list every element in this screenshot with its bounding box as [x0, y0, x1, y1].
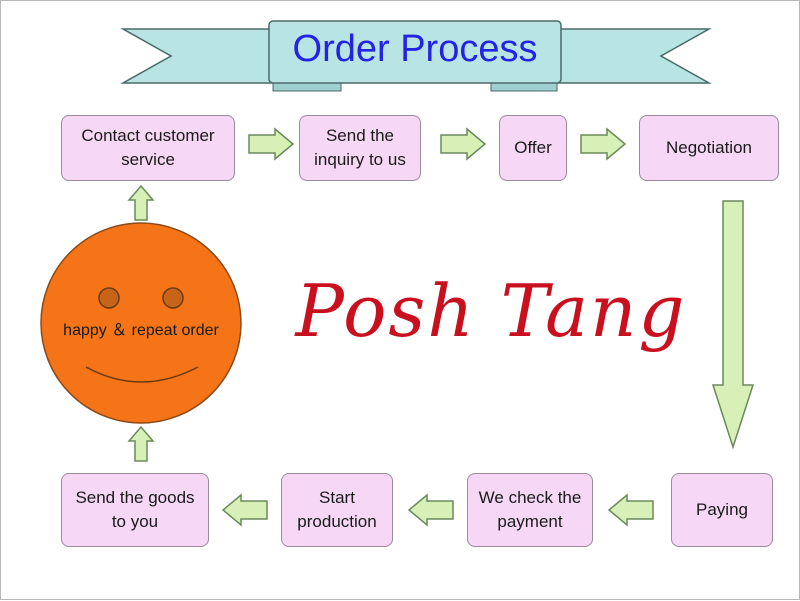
title-banner [120, 20, 712, 92]
step-we-check-payment: We check the payment [467, 473, 593, 547]
banner-right-fold [490, 82, 558, 92]
smiley-right-eye [162, 287, 184, 309]
smiley-mouth [85, 366, 199, 383]
step-send-goods: Send the goods to you [61, 473, 209, 547]
up-arrow-icon [127, 425, 155, 462]
left-arrow-icon [221, 493, 268, 527]
banner-left-fold [272, 82, 342, 92]
left-arrow-icon [407, 493, 454, 527]
banner-center [268, 20, 562, 84]
smiley-face [40, 222, 242, 424]
step-send-inquiry: Send the inquiry to us [299, 115, 421, 181]
step-paying: Paying [671, 473, 773, 547]
step-contact-customer-service: Contact customer service [61, 115, 235, 181]
diagram-title: Order Process [292, 27, 538, 70]
down-arrow-icon [711, 200, 755, 450]
right-arrow-icon [580, 127, 627, 161]
banner-right-tail [556, 28, 712, 84]
right-arrow-icon [440, 127, 487, 161]
step-start-production: Start production [281, 473, 393, 547]
step-negotiation: Negotiation [639, 115, 779, 181]
smiley-label: happy ＆ repeat order [63, 322, 219, 339]
step-offer: Offer [499, 115, 567, 181]
watermark-text: Posh Tang [295, 269, 687, 353]
banner-left-tail [120, 28, 274, 84]
right-arrow-icon [248, 127, 295, 161]
smiley-face-icon [40, 222, 242, 424]
up-arrow-icon [127, 184, 155, 221]
left-arrow-icon [607, 493, 654, 527]
smiley-left-eye [98, 287, 120, 309]
